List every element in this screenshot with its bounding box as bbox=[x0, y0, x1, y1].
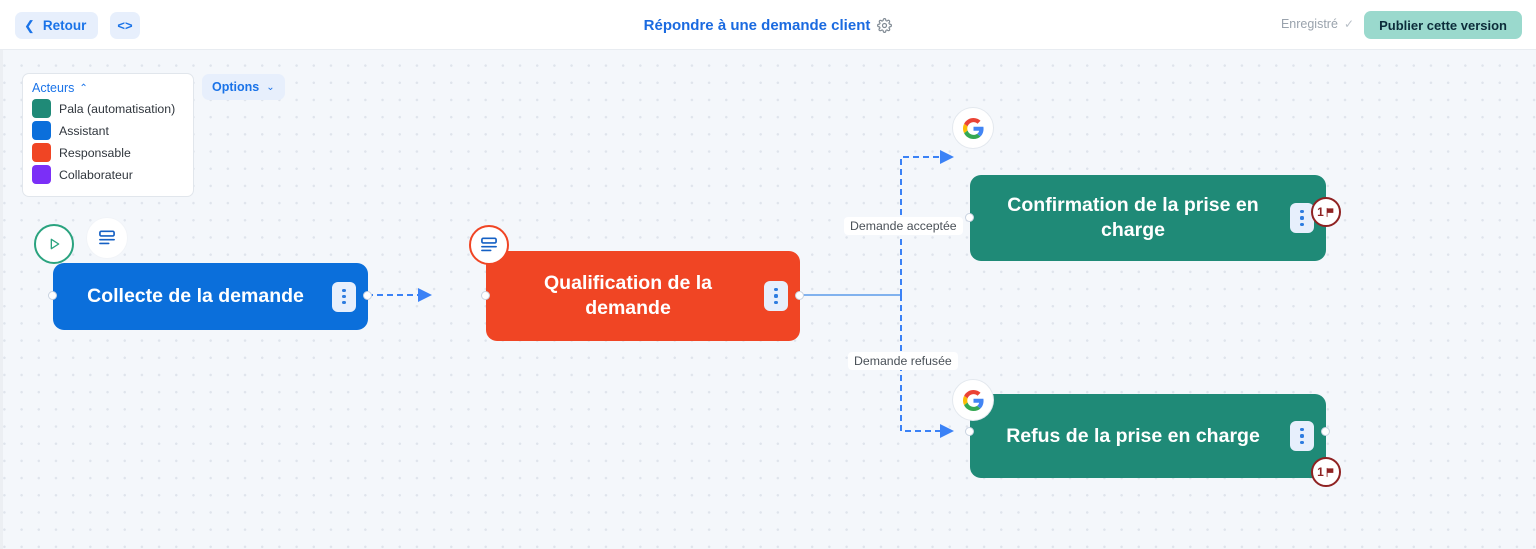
flag-icon bbox=[1326, 467, 1334, 477]
check-icon: ✓ bbox=[1343, 17, 1354, 31]
legend-item-label: Responsable bbox=[59, 145, 131, 160]
legend-header[interactable]: Acteurs ⌃ bbox=[32, 81, 184, 95]
publish-button-label: Publier cette version bbox=[1379, 17, 1507, 33]
node-port-in[interactable] bbox=[965, 427, 974, 436]
legend-item-collaborateur[interactable]: Collaborateur bbox=[32, 165, 184, 184]
saved-status-label: Enregistré bbox=[1280, 17, 1338, 31]
gear-icon[interactable] bbox=[877, 17, 893, 33]
kebab-menu-icon[interactable] bbox=[1290, 421, 1314, 451]
legend-title: Acteurs bbox=[32, 81, 75, 95]
status-badge-flag[interactable]: 1 bbox=[1311, 197, 1341, 227]
edge-label-accepted: Demande acceptée bbox=[844, 217, 963, 235]
back-button-label: Retour bbox=[42, 18, 87, 33]
edge-label-refused: Demande refusée bbox=[848, 352, 958, 370]
chevron-up-icon: ⌃ bbox=[79, 82, 88, 94]
node-label: Confirmation de la prise en charge bbox=[1007, 194, 1259, 241]
legend-swatch bbox=[32, 165, 51, 184]
legend-item-label: Pala (automatisation) bbox=[59, 101, 176, 116]
code-icon: <> bbox=[117, 18, 133, 33]
legend-swatch bbox=[32, 99, 51, 118]
legend-item-responsable[interactable]: Responsable bbox=[32, 143, 184, 162]
node-confirmation-de-la-prise-en-charge[interactable]: Confirmation de la prise en charge bbox=[970, 175, 1326, 261]
flag-count: 1 bbox=[1317, 205, 1324, 219]
legend-panel[interactable]: Acteurs ⌃ Pala (automatisation) Assistan… bbox=[22, 73, 194, 197]
legend-item-label: Assistant bbox=[59, 123, 109, 138]
chevron-left-icon: ❮ bbox=[24, 18, 35, 33]
node-refus-de-la-prise-en-charge[interactable]: Refus de la prise en charge bbox=[970, 394, 1326, 478]
kebab-menu-icon[interactable] bbox=[764, 281, 788, 311]
page-title-wrap: Répondre à une demande client bbox=[0, 0, 1536, 50]
options-button-label: Options bbox=[212, 80, 260, 94]
flag-icon bbox=[1326, 207, 1334, 217]
node-qualification-de-la-demande[interactable]: Qualification de la demande bbox=[486, 251, 800, 341]
kebab-menu-icon[interactable] bbox=[1290, 203, 1314, 233]
top-bar: ❮ Retour <> Répondre à une demande clien… bbox=[0, 0, 1536, 50]
node-label: Refus de la prise en charge bbox=[1006, 424, 1260, 447]
legend-swatch bbox=[32, 143, 51, 162]
workflow-canvas[interactable]: Demande acceptée Demande refusée Acteurs… bbox=[0, 50, 1536, 549]
legend-item-label: Collaborateur bbox=[59, 167, 133, 182]
legend-item-pala[interactable]: Pala (automatisation) bbox=[32, 99, 184, 118]
node-port-in[interactable] bbox=[965, 213, 974, 222]
form-icon[interactable] bbox=[87, 218, 127, 258]
options-button[interactable]: Options ⌄ bbox=[202, 74, 285, 100]
node-label: Qualification de la demande bbox=[544, 272, 712, 319]
status-badge-flag[interactable]: 1 bbox=[1311, 457, 1341, 487]
legend-item-assistant[interactable]: Assistant bbox=[32, 121, 184, 140]
google-icon[interactable] bbox=[953, 380, 993, 420]
google-icon[interactable] bbox=[953, 108, 993, 148]
node-port-in[interactable] bbox=[481, 291, 490, 300]
saved-status: Enregistré ✓ bbox=[1281, 17, 1354, 31]
code-view-button[interactable]: <> bbox=[110, 12, 140, 39]
node-port-out[interactable] bbox=[795, 291, 804, 300]
chevron-down-icon: ⌄ bbox=[266, 81, 275, 93]
flag-count: 1 bbox=[1317, 465, 1324, 479]
node-collecte-de-la-demande[interactable]: Collecte de la demande bbox=[53, 263, 368, 330]
node-label: Collecte de la demande bbox=[87, 285, 304, 308]
node-port-out[interactable] bbox=[1321, 427, 1330, 436]
back-button[interactable]: ❮ Retour bbox=[15, 12, 99, 39]
form-icon[interactable] bbox=[469, 225, 509, 265]
legend-swatch bbox=[32, 121, 51, 140]
publish-button[interactable]: Publier cette version bbox=[1364, 11, 1522, 39]
node-port-out[interactable] bbox=[363, 291, 372, 300]
play-icon[interactable] bbox=[34, 224, 74, 264]
page-title[interactable]: Répondre à une demande client bbox=[643, 16, 871, 34]
node-port-in[interactable] bbox=[48, 291, 57, 300]
kebab-menu-icon[interactable] bbox=[332, 281, 356, 312]
